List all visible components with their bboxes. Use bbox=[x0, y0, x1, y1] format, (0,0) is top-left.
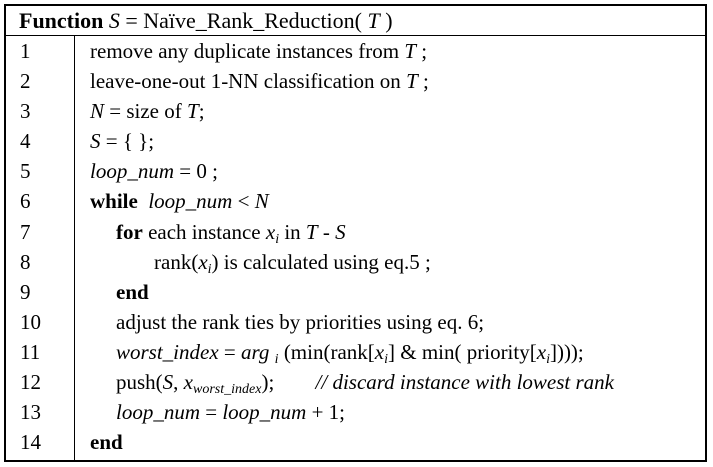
algorithm-line: 5 loop_num = 0 ; bbox=[6, 156, 705, 186]
algorithm-line: 9 end bbox=[6, 277, 705, 307]
algorithm-line: 8 rank(xi) is calculated using eq.5 ; bbox=[6, 247, 705, 277]
line-number: 3 bbox=[20, 99, 31, 124]
algorithm-line: 4 S = { }; bbox=[6, 126, 705, 156]
algorithm-line: 12 push(S, xworst_index); // discard inst… bbox=[6, 367, 705, 397]
algorithm-line: 1 remove any duplicate instances from T ; bbox=[6, 36, 705, 66]
function-keyword: Function bbox=[19, 8, 104, 33]
line-number: 11 bbox=[20, 339, 41, 364]
line-code: push(S, xworst_index); // discard instan… bbox=[116, 370, 614, 398]
algorithm-line: 3 N = size of T; bbox=[6, 96, 705, 126]
line-number: 2 bbox=[20, 69, 31, 94]
line-code: remove any duplicate instances from T ; bbox=[90, 39, 428, 63]
line-code: N = size of T; bbox=[90, 99, 205, 124]
line-code: while loop_num < N bbox=[90, 189, 269, 214]
algorithm-line: 7 for each instance xi in T - S bbox=[6, 217, 705, 247]
line-code: end bbox=[90, 430, 123, 455]
line-number: 6 bbox=[20, 189, 31, 214]
line-code: leave-one-out 1-NN classification on T ; bbox=[90, 69, 429, 94]
algorithm-header: Function S = Naïve_Rank_Reduction( T ) bbox=[6, 6, 705, 36]
line-number: 8 bbox=[20, 249, 31, 274]
line-code: loop_num = loop_num + 1; bbox=[116, 400, 346, 425]
line-code: end bbox=[116, 279, 149, 304]
line-code: S = { }; bbox=[90, 129, 155, 154]
line-code: for each instance xi in T - S bbox=[116, 219, 346, 247]
algorithm-line: 6 while loop_num < N bbox=[6, 186, 705, 216]
algorithm-line: 10 adjust the rank ties by priorities usi… bbox=[6, 307, 705, 337]
line-number-divider bbox=[74, 36, 75, 460]
line-code: loop_num = 0 ; bbox=[90, 159, 218, 184]
algorithm-lines: 1 remove any duplicate instances from T ;… bbox=[6, 36, 705, 457]
algorithm-box: Function S = Naïve_Rank_Reduction( T ) 1… bbox=[4, 4, 707, 462]
line-number: 10 bbox=[20, 309, 41, 334]
line-number: 1 bbox=[20, 39, 31, 63]
line-number: 13 bbox=[20, 400, 41, 425]
algorithm-line: 2 leave-one-out 1-NN classification on T … bbox=[6, 66, 705, 96]
line-number: 7 bbox=[20, 219, 31, 244]
line-number: 5 bbox=[20, 159, 31, 184]
line-code: rank(xi) is calculated using eq.5 ; bbox=[154, 249, 431, 277]
algorithm-line: 14 end bbox=[6, 427, 705, 457]
function-signature: S = Naïve_Rank_Reduction( T ) bbox=[108, 8, 393, 33]
line-number: 12 bbox=[20, 370, 41, 395]
line-number: 9 bbox=[20, 279, 31, 304]
line-number: 4 bbox=[20, 129, 31, 154]
line-code: worst_index = arg i (min(rank[xi] & min(… bbox=[116, 339, 584, 367]
algorithm-line: 11 worst_index = arg i (min(rank[xi] & mi… bbox=[6, 337, 705, 367]
algorithm-line: 13 loop_num = loop_num + 1; bbox=[6, 397, 705, 427]
line-code: adjust the rank ties by priorities using… bbox=[116, 309, 485, 334]
line-number: 14 bbox=[20, 430, 41, 455]
